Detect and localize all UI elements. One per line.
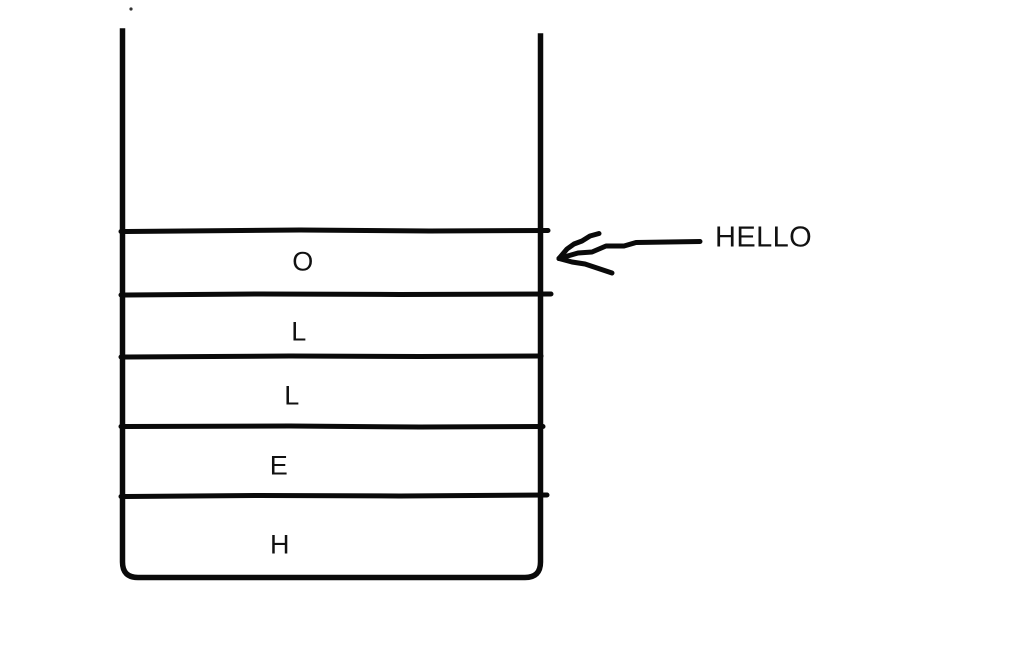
stack-divider-3 [118, 353, 544, 360]
annotation-arrow-barb-lower [556, 256, 615, 276]
stack-divider-4 [118, 423, 546, 430]
stack-divider-5 [118, 492, 550, 499]
stack-cell-label-1: L [291, 316, 307, 347]
stack-container-outline [119, 28, 544, 581]
stray-ink-dot [129, 7, 133, 11]
stack-cell-label-2: L [284, 380, 300, 411]
stack-cell-label-4: H [270, 529, 290, 560]
annotation-label-hello: HELLO [715, 221, 813, 254]
stack-divider-1 [118, 227, 551, 234]
annotation-arrow-shaft [556, 239, 703, 261]
stack-cell-label-0: O [292, 246, 314, 277]
annotation-arrow [556, 231, 703, 276]
stack-cell-label-3: E [269, 450, 289, 481]
stack-divider-2 [118, 291, 554, 298]
annotation-arrow-barb-upper [556, 231, 602, 261]
